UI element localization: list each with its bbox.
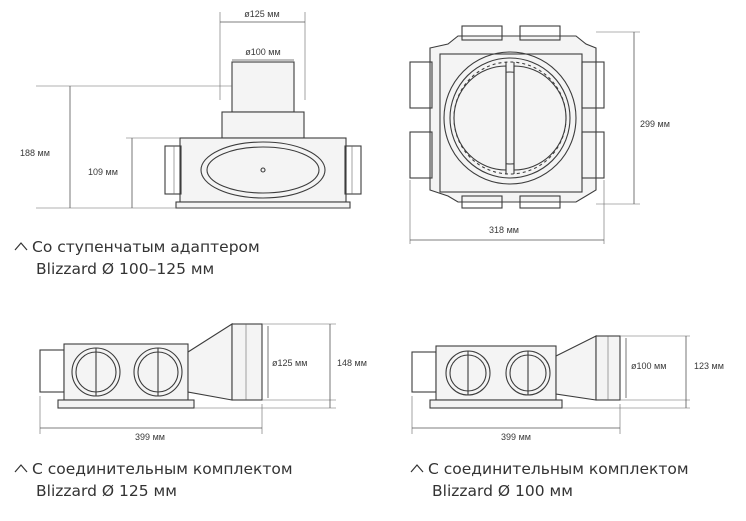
dim-width: 318 мм — [489, 225, 519, 235]
caption-line1: С соединительным комплектом — [428, 460, 689, 478]
caption-line2: Blizzard Ø 125 мм — [36, 482, 177, 500]
dim-total-height: 188 мм — [20, 148, 50, 158]
caption-line2: Blizzard Ø 100 мм — [432, 482, 573, 500]
side-view-kit-125: ø125 мм 148 мм 399 мм — [39, 322, 367, 442]
caption-line1: Со ступенчатым адаптером — [32, 238, 260, 256]
top-view: 299 мм 318 мм — [409, 25, 670, 244]
dim-height: 123 мм — [694, 361, 724, 371]
chevron-up-icon — [410, 464, 424, 473]
dim-body-height: 109 мм — [88, 167, 118, 177]
side-view-kit-100: ø100 мм 123 мм 399 мм — [411, 335, 724, 442]
plenum-body — [179, 137, 347, 203]
dim-neck-diameter: ø100 мм — [245, 47, 280, 57]
dim-height: 299 мм — [640, 119, 670, 129]
side-view-stepped-adapter: ø125 мм ø100 мм 188 мм 109 мм — [20, 9, 362, 209]
chevron-up-icon — [14, 464, 28, 473]
dim-top-diameter: ø125 мм — [244, 9, 279, 19]
dim-length: 399 мм — [135, 432, 165, 442]
chevron-up-icon — [14, 242, 28, 251]
adapter-step — [221, 111, 305, 139]
dim-outlet-diameter: ø125 мм — [272, 358, 307, 368]
caption-kit-125: С соединительным комплектом Blizzard Ø 1… — [14, 458, 293, 502]
caption-kit-100: С соединительным комплектом Blizzard Ø 1… — [410, 458, 689, 502]
caption-stepped-adapter: Со ступенчатым адаптером Blizzard Ø 100–… — [14, 236, 260, 280]
dim-height: 148 мм — [337, 358, 367, 368]
dim-length: 399 мм — [501, 432, 531, 442]
caption-line2: Blizzard Ø 100–125 мм — [36, 260, 215, 278]
neck-pipe — [231, 61, 295, 113]
caption-line1: С соединительным комплектом — [32, 460, 293, 478]
dim-outlet-diameter: ø100 мм — [631, 361, 666, 371]
